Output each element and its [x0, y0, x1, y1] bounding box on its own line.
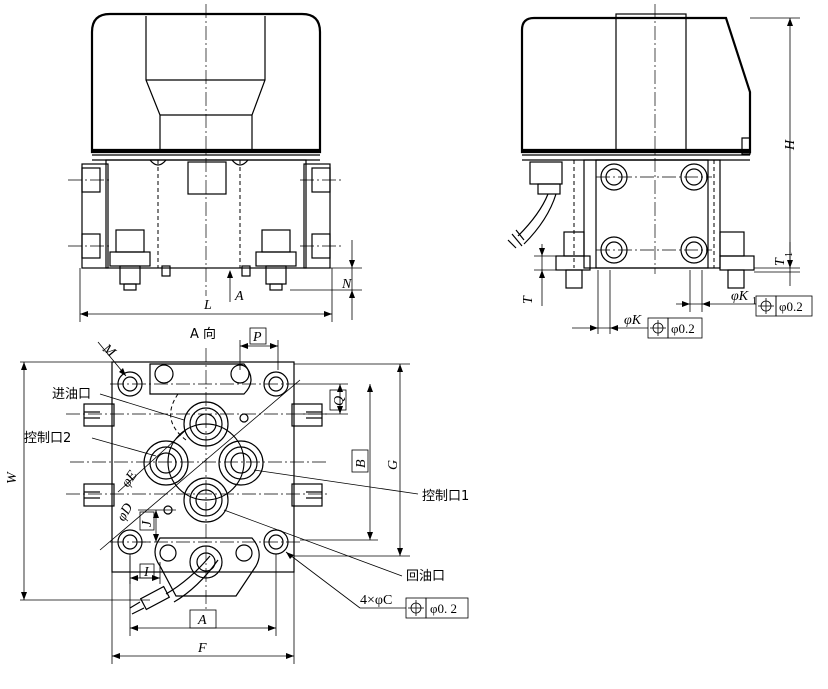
dim-E-label: φE — [119, 468, 141, 490]
dim-L-label: L — [203, 298, 212, 313]
dim-J-label: J — [140, 520, 155, 527]
dim-I-label: I — [143, 565, 150, 580]
dim-Q-label: Q — [332, 396, 347, 406]
port-inlet-label: 进油口 — [52, 387, 91, 402]
dim-F-label: F — [197, 641, 207, 656]
arrow-A-label: A — [234, 289, 244, 304]
front-housing — [90, 12, 322, 154]
holes-tol-label: φ0. 2 — [430, 601, 457, 616]
port-control2-label: 控制口2 — [24, 431, 71, 446]
dim-W-label: W — [5, 471, 20, 484]
dim-B-label: B — [354, 459, 369, 468]
dim-G-label: G — [386, 460, 401, 470]
bottom-plate — [111, 361, 295, 573]
dim-H-label: H — [783, 139, 798, 151]
port-control1-label: 控制口1 — [422, 489, 469, 504]
dim-T-label: T — [521, 295, 536, 304]
holes-label: 4×φC — [360, 593, 392, 608]
dim-K1-subscript: 1 — [752, 296, 757, 307]
port-return-label: 回油口 — [406, 569, 445, 584]
view-title: A 向 — [190, 326, 216, 342]
dim-K1-label: φK — [731, 289, 749, 304]
dim-K-label: φK — [624, 313, 642, 328]
tol-K-label: φ0.2 — [671, 321, 695, 336]
dim-P-label: P — [252, 330, 262, 345]
front-view: L A N — [68, 4, 362, 322]
dim-A-label: A — [197, 613, 207, 628]
dim-M-label: M — [99, 341, 119, 361]
dim-T1-label: T — [773, 257, 788, 266]
dim-N-label: N — [341, 277, 352, 292]
side-view: H T 1 T φK φ0.2 φK 1 — [507, 4, 813, 339]
bottom-view: A 向 — [5, 326, 469, 664]
dim-D-label: φD — [114, 501, 136, 524]
dim-T1-subscript: 1 — [784, 252, 795, 257]
tol-K1-label: φ0.2 — [779, 299, 803, 314]
side-housing — [520, 16, 752, 154]
side-body — [583, 159, 721, 269]
